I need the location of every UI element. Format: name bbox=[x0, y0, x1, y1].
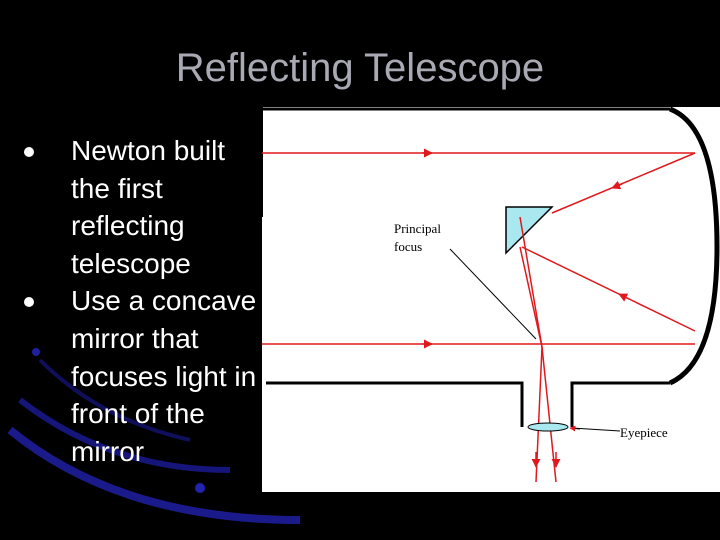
background-arc bbox=[38, 358, 191, 442]
bullet-item: Use a concave mirror that focuses light … bbox=[20, 282, 270, 470]
bullet-marker-icon bbox=[24, 297, 34, 308]
diagram-background bbox=[262, 107, 720, 492]
bullet-text: Newton built the first reflecting telesc… bbox=[71, 135, 226, 279]
reflected-ray-bottom-arrow bbox=[618, 293, 630, 302]
background-dot bbox=[195, 483, 205, 493]
reflected-ray-top bbox=[551, 152, 696, 214]
primary-mirror-icon bbox=[668, 107, 720, 386]
focused-ray-left bbox=[519, 216, 543, 348]
slide-title: Reflecting Telescope bbox=[175, 46, 545, 90]
telescope-tube-bottom-right bbox=[570, 381, 670, 427]
background-arc bbox=[7, 426, 301, 524]
telescope-tube-bottom bbox=[266, 381, 524, 427]
principal-focus-label: Principal bbox=[394, 221, 441, 236]
bullet-text: Use a concave mirror that focuses light … bbox=[71, 285, 257, 467]
bullet-marker-icon bbox=[24, 147, 34, 157]
reflected-ray-top-arrow bbox=[611, 180, 623, 190]
principal-focus-label: focus bbox=[394, 239, 422, 254]
reflected-ray-bottom bbox=[521, 246, 696, 332]
telescope-diagram: Principal focus Eyepiece bbox=[262, 107, 720, 492]
background-dot bbox=[32, 348, 40, 356]
bullet-item: Newton built the first reflecting telesc… bbox=[20, 132, 270, 282]
eyepiece-label: Eyepiece bbox=[620, 425, 668, 440]
flat-mirror-icon bbox=[505, 206, 554, 255]
focused-ray-right bbox=[519, 246, 543, 348]
bullet-list: Newton built the first reflecting telesc… bbox=[20, 132, 270, 470]
eyepiece-lens-icon bbox=[527, 422, 569, 432]
eyepiece-pointer-arrow bbox=[569, 425, 581, 432]
background-arc bbox=[18, 397, 231, 473]
principal-focus-pointer bbox=[449, 248, 537, 340]
